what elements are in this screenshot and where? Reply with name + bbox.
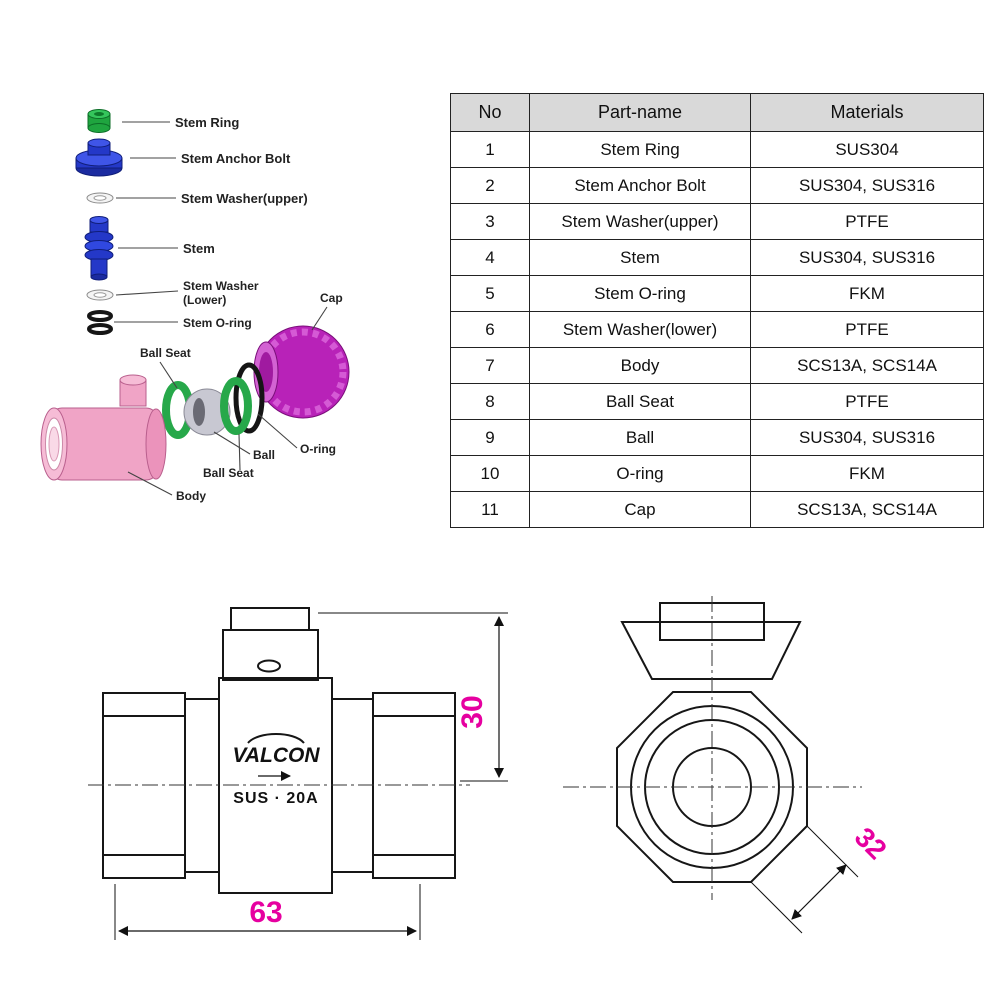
cell-partname: O-ring (529, 455, 751, 492)
cell-partname: Stem O-ring (529, 275, 751, 312)
cell-partname: Cap (529, 491, 751, 528)
ball-seat-right-label: Ball Seat (203, 466, 254, 480)
cell-no: 7 (450, 347, 530, 384)
body-label: Body (176, 489, 206, 503)
body-part (40, 374, 167, 481)
exploded-view: Stem Ring Stem Anchor Bolt Stem Washer(u… (40, 109, 350, 503)
cell-no: 1 (450, 131, 530, 168)
table-row: 6 Stem Washer(lower) PTFE (450, 311, 984, 348)
table-row: 11 Cap SCS13A, SCS14A (450, 491, 984, 528)
cell-no: 5 (450, 275, 530, 312)
leader-stem-washer-lower (115, 290, 179, 296)
leader-o-ring (257, 413, 298, 449)
stem-washer-lower-part (86, 289, 114, 301)
side-octagon (616, 691, 808, 883)
col-header-partname: Part-name (529, 93, 751, 132)
cell-no: 6 (450, 311, 530, 348)
table-row: 2 Stem Anchor Bolt SUS304, SUS316 (450, 167, 984, 204)
stem-o-ring-part (87, 310, 113, 335)
cell-materials: PTFE (750, 203, 984, 240)
ball-label: Ball (253, 448, 275, 462)
cap-label: Cap (320, 291, 343, 305)
cell-no: 10 (450, 455, 530, 492)
col-header-materials: Materials (750, 93, 984, 132)
cell-no: 2 (450, 167, 530, 204)
side-handle-trapezoid (620, 621, 802, 680)
stem-label: Stem (183, 241, 215, 256)
cell-materials: PTFE (750, 311, 984, 348)
dim-length-value: 63 (249, 896, 282, 929)
ball-part (183, 388, 231, 436)
cell-materials: FKM (750, 275, 984, 312)
front-view: VALCON SUS · 20A 30 63 (88, 607, 508, 940)
table-row: 7 Body SCS13A, SCS14A (450, 347, 984, 384)
table-row: 5 Stem O-ring FKM (450, 275, 984, 312)
cell-no: 3 (450, 203, 530, 240)
stem-washer-lower-label-1: Stem Washer (183, 279, 259, 293)
o-ring-part (233, 362, 265, 434)
cell-materials: SUS304, SUS316 (750, 239, 984, 276)
cell-no: 8 (450, 383, 530, 420)
dim-height-value: 30 (456, 695, 489, 728)
stem-o-ring-label: Stem O-ring (183, 316, 252, 330)
cell-partname: Ball (529, 419, 751, 456)
cell-materials: SUS304 (750, 131, 984, 168)
leader-ball-seat-right (238, 433, 241, 471)
stem-ring-part (87, 109, 111, 133)
cell-materials: FKM (750, 455, 984, 492)
cell-partname: Stem Washer(upper) (529, 203, 751, 240)
cell-materials: SUS304, SUS316 (750, 419, 984, 456)
ext-line-flat-2 (750, 881, 803, 934)
ball-seat-left-label: Ball Seat (140, 346, 191, 360)
table-header-row: No Part-name Materials (450, 93, 984, 132)
leader-cap (311, 306, 328, 331)
cell-partname: Stem Washer(lower) (529, 311, 751, 348)
cell-no: 11 (450, 491, 530, 528)
cell-materials: SCS13A, SCS14A (750, 491, 984, 528)
brand-swoosh (247, 733, 305, 744)
leader-body (127, 471, 173, 496)
cell-materials: SUS304, SUS316 (750, 167, 984, 204)
cell-materials: PTFE (750, 383, 984, 420)
cap-part (253, 325, 350, 419)
front-bonnet (222, 629, 319, 681)
table-row: 1 Stem Ring SUS304 (450, 131, 984, 168)
cell-partname: Stem Ring (529, 131, 751, 168)
table-row: 4 Stem SUS304, SUS316 (450, 239, 984, 276)
cell-materials: SCS13A, SCS14A (750, 347, 984, 384)
cell-partname: Stem (529, 239, 751, 276)
table-row: 9 Ball SUS304, SUS316 (450, 419, 984, 456)
dim-line-across-flats (791, 864, 847, 920)
front-stem-cap (230, 607, 310, 631)
front-bonnet-slot (257, 659, 281, 673)
cell-partname: Stem Anchor Bolt (529, 167, 751, 204)
side-view: 32 (563, 596, 893, 934)
leader-ball-seat-left (159, 361, 178, 389)
o-ring-label: O-ring (300, 442, 336, 456)
stem-anchor-bolt-part (75, 138, 123, 177)
dim-across-flats-value: 32 (849, 821, 893, 865)
cell-partname: Ball Seat (529, 383, 751, 420)
table-row: 10 O-ring FKM (450, 455, 984, 492)
ball-seat-right-part (220, 377, 252, 435)
cell-partname: Body (529, 347, 751, 384)
stem-washer-upper-label: Stem Washer(upper) (181, 191, 308, 206)
stem-anchor-bolt-label: Stem Anchor Bolt (181, 151, 291, 166)
stem-ring-label: Stem Ring (175, 115, 239, 130)
cell-no: 4 (450, 239, 530, 276)
brand-logo-text: VALCON (232, 744, 320, 767)
leader-ball (213, 431, 251, 455)
table-row: 3 Stem Washer(upper) PTFE (450, 203, 984, 240)
stem-part (84, 216, 114, 281)
table-row: 8 Ball Seat PTFE (450, 383, 984, 420)
ext-line-flat-1 (806, 825, 859, 878)
parts-table: No Part-name Materials 1 Stem Ring SUS30… (450, 93, 984, 528)
stem-washer-lower-label-2: (Lower) (183, 293, 226, 307)
cell-no: 9 (450, 419, 530, 456)
stem-washer-upper-part (86, 192, 114, 204)
col-header-no: No (450, 93, 530, 132)
valve-spec-text: SUS · 20A (233, 790, 318, 807)
